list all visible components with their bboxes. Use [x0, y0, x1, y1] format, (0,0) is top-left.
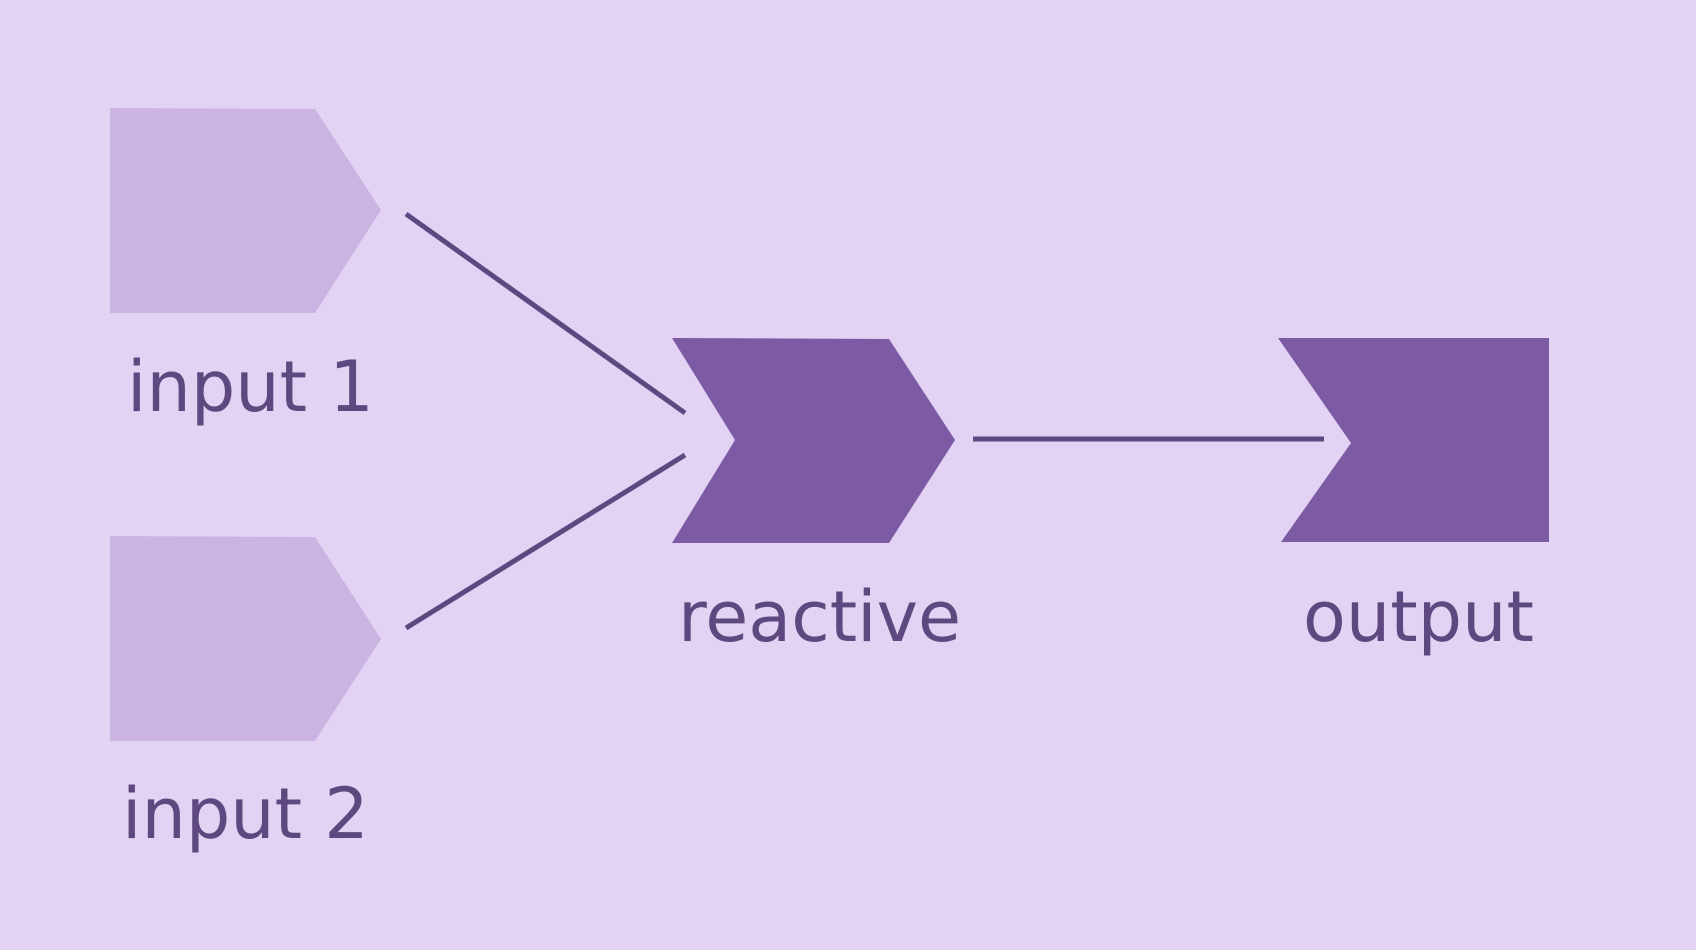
edge-input-1-to-reactive: [404, 211, 687, 416]
reactive-node: [672, 338, 955, 543]
input-2-label: input 2: [122, 773, 369, 855]
input-1-node: [110, 108, 381, 313]
output-node: [1278, 338, 1549, 542]
output-label: output: [1303, 576, 1534, 658]
reactive-label: reactive: [678, 576, 961, 658]
input-1-label: input 1: [127, 346, 374, 428]
edge-input-2-to-reactive: [404, 452, 687, 631]
input-2-node: [110, 536, 381, 741]
